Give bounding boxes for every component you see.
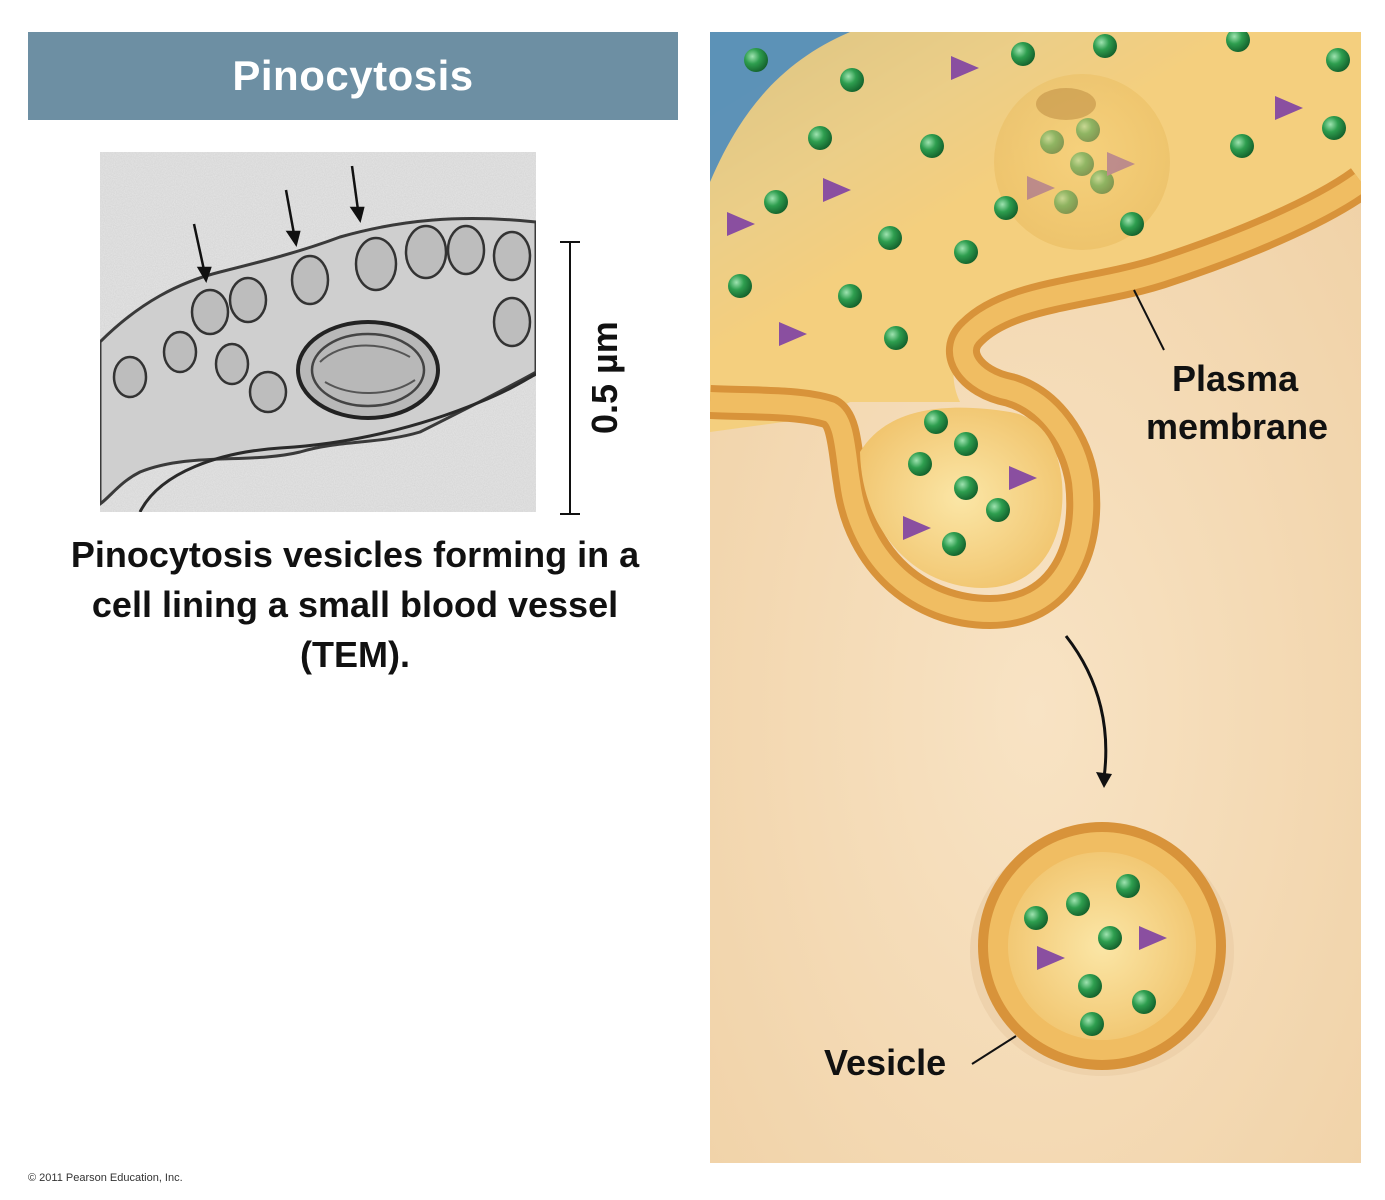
scale-bar: [560, 241, 580, 515]
plasma-membrane-label-line1: Plasma: [1172, 358, 1299, 399]
micrograph-caption: Pinocytosis vesicles forming in a cell l…: [70, 534, 640, 675]
title-text: Pinocytosis: [232, 52, 474, 99]
plasma-membrane-label-line2: membrane: [1146, 406, 1329, 447]
scale-bar-label: 0.5 µm: [584, 321, 625, 434]
pinocytosis-illustration: [710, 32, 1361, 1163]
title-banner: Pinocytosis: [28, 32, 678, 120]
copyright: © 2011 Pearson Education, Inc.: [28, 1172, 183, 1184]
tem-micrograph: [100, 152, 536, 512]
vesicle-label: Vesicle: [824, 1042, 947, 1083]
